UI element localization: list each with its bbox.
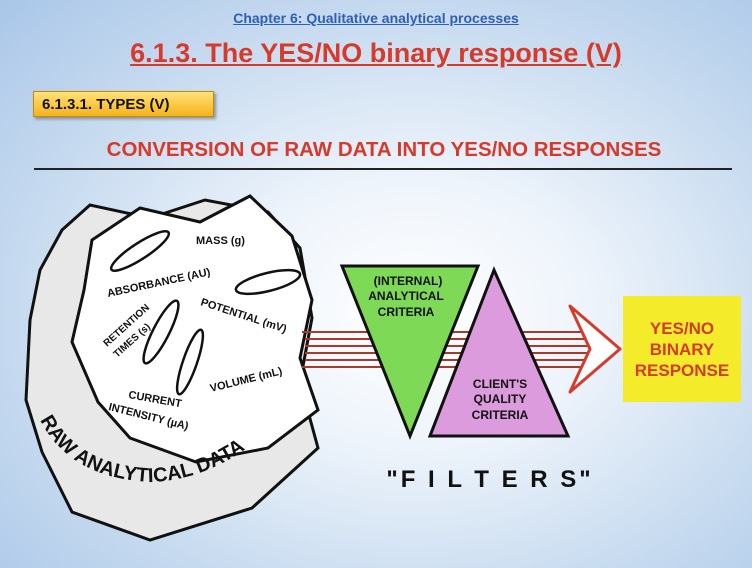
potential-ellipse xyxy=(234,268,302,296)
client-criteria-line1: CLIENT'S xyxy=(473,377,527,391)
client-criteria-line2: QUALITY xyxy=(474,392,527,406)
internal-criteria-line2: ANALYTICAL xyxy=(368,289,444,303)
subtitle-divider xyxy=(34,168,732,170)
volume-ellipse xyxy=(175,328,205,396)
slide-subtitle: CONVERSION OF RAW DATA INTO YES/NO RESPO… xyxy=(106,138,662,161)
raw-data-rock-front xyxy=(70,194,320,464)
retention-ellipse xyxy=(142,299,180,365)
internal-criteria-line1: (INTERNAL) xyxy=(374,274,443,288)
page-title: 6.1.3. The YES/NO binary response (V) xyxy=(130,38,622,68)
internal-criteria-filter xyxy=(339,264,481,441)
section-badge: 6.1.3.1. TYPES (V) xyxy=(33,91,214,117)
mass-label: MASS (g) xyxy=(196,235,245,247)
output-arrow xyxy=(568,304,622,394)
mass-ellipse xyxy=(109,230,171,272)
chapter-link[interactable]: Chapter 6: Qualitative analytical proces… xyxy=(233,10,519,26)
client-criteria-filter xyxy=(427,266,571,438)
internal-criteria-line3: CRITERIA xyxy=(378,305,435,319)
client-criteria-line3: CRITERIA xyxy=(472,408,529,422)
yes-no-response-box: YES/NO BINARY RESPONSE xyxy=(623,296,741,402)
filters-label: "F I L T E R S" xyxy=(386,466,594,493)
